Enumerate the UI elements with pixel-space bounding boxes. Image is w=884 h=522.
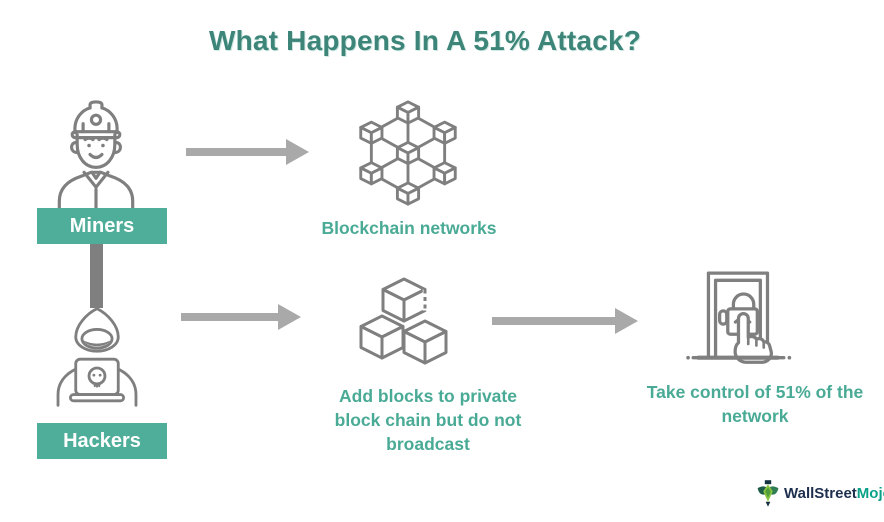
blockchain-network-icon (359, 100, 457, 206)
arrow-miners-to-network (186, 139, 309, 165)
arrow-shaft (492, 317, 615, 325)
blockchain-network-label: Blockchain networks (321, 218, 497, 238)
arrow-head (278, 304, 301, 330)
wallstreetmojo-logo: WallStreetMojo (756, 479, 884, 507)
door-lock-hand-icon (686, 271, 792, 364)
arrow-hackers-to-blocks (181, 304, 301, 330)
hackers-badge: Hackers (37, 423, 167, 459)
arrow-shaft (181, 313, 278, 321)
arrow-head (286, 139, 309, 165)
blocks-icon (359, 277, 448, 365)
arrow-blocks-to-control (492, 308, 638, 334)
hacker-icon (56, 307, 138, 407)
hackers-label: Hackers (63, 429, 141, 452)
miner-icon (57, 100, 135, 210)
page-title: What Happens In A 51% Attack? (208, 25, 642, 56)
logo-part-mojo: Mojo (856, 484, 884, 502)
vertical-connector (90, 242, 103, 308)
logo-text: WallStreetMojo (784, 485, 884, 502)
private-chain-label: Add blocks to private block chain but do… (334, 386, 522, 454)
arrow-shaft (186, 148, 286, 156)
take-control-label: Take control of 51% of the network (646, 382, 864, 426)
arrow-head (615, 308, 638, 334)
miners-badge: Miners (37, 208, 167, 244)
miners-label: Miners (69, 214, 135, 237)
wallstreetmojo-mascot-icon (757, 480, 779, 507)
logo-part-wallstreet: WallStreet (784, 484, 857, 502)
